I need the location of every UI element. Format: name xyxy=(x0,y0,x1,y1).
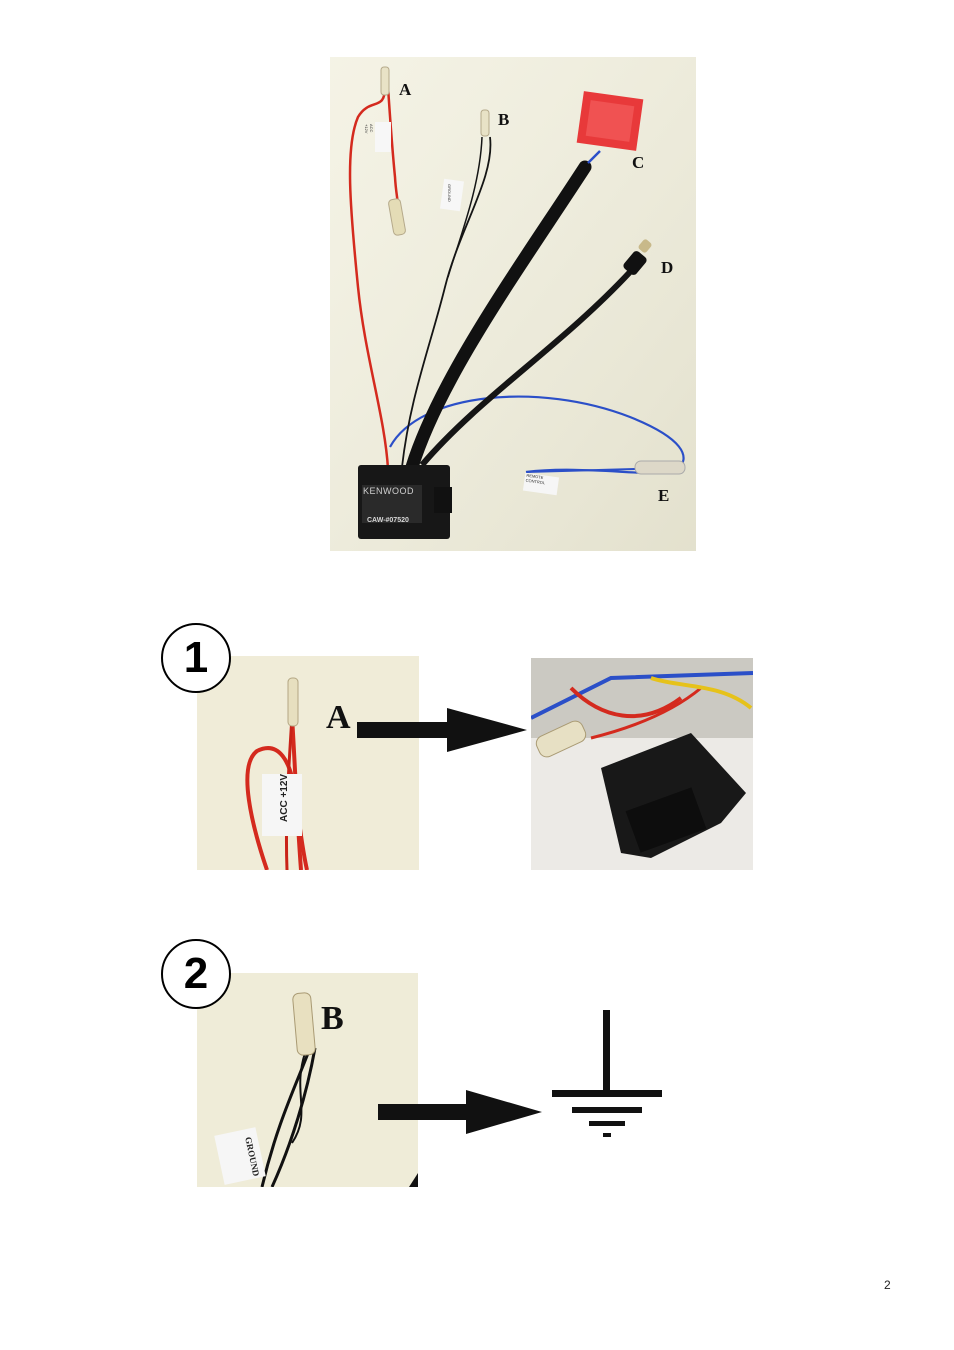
label-d: D xyxy=(661,258,674,277)
step-1-letter: A xyxy=(326,699,351,736)
vehicle-connector-photo xyxy=(531,658,753,870)
step-1-wire-photo xyxy=(197,656,419,870)
label-e: E xyxy=(658,486,670,505)
step-1-badge: 1 xyxy=(161,623,231,693)
module-part: CAW-#07520 xyxy=(367,517,409,524)
step-2-badge: 2 xyxy=(161,939,231,1009)
label-b: B xyxy=(498,110,510,129)
module-brand: KENWOOD xyxy=(363,486,415,496)
tag-acc: ACC +12V xyxy=(364,124,374,134)
overview-photo xyxy=(330,57,696,551)
step-1-tag: ACC +12V xyxy=(279,773,290,822)
step-1-arrow xyxy=(357,708,527,752)
label-a: A xyxy=(399,80,412,99)
page-number: 2 xyxy=(884,1278,891,1292)
step-2-wire-photo xyxy=(197,973,418,1187)
step-2-letter: B xyxy=(321,1000,344,1037)
ground-symbol-icon xyxy=(548,1008,664,1144)
tag-ground: GROUND xyxy=(447,184,452,202)
step-2-arrow xyxy=(378,1090,542,1134)
label-c: C xyxy=(632,153,645,172)
